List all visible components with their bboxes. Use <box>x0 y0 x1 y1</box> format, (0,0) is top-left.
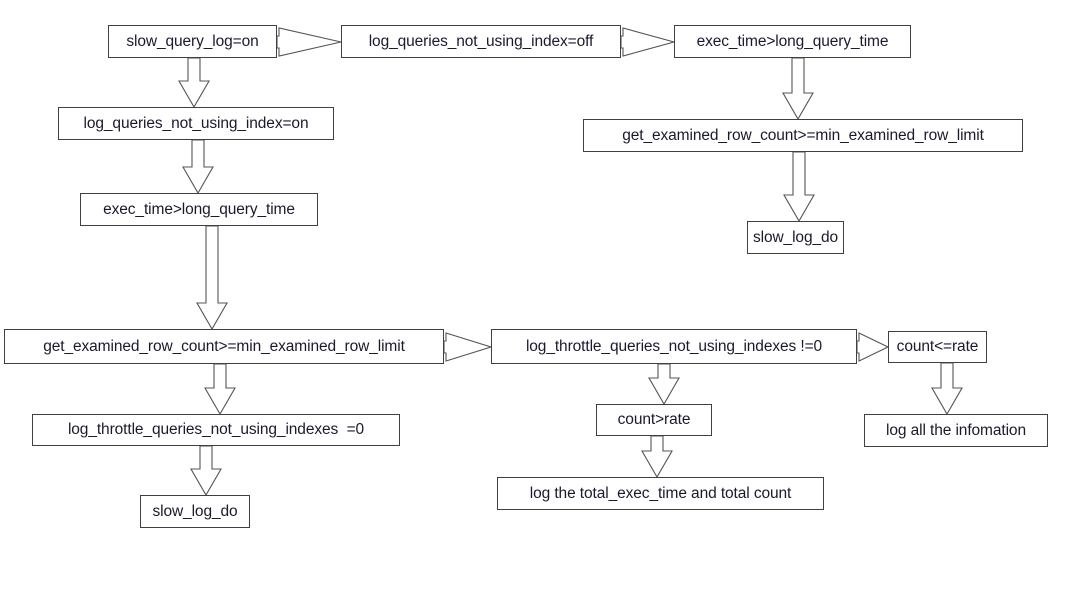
node-gerc_left: get_examined_row_count>=min_examined_row… <box>4 329 444 364</box>
node-lqnui_on: log_queries_not_using_index=on <box>58 107 334 140</box>
node-slow_query_log_on: slow_query_log=on <box>108 25 277 58</box>
node-exec_time_right: exec_time>long_query_time <box>674 25 911 58</box>
node-lqnui_off: log_queries_not_using_index=off <box>341 25 621 58</box>
node-log_all_info: log all the infomation <box>864 414 1048 447</box>
node-exec_time_left: exec_time>long_query_time <box>80 193 318 226</box>
node-gerc_right: get_examined_row_count>=min_examined_row… <box>583 119 1023 152</box>
node-ltqnui_ne0: log_throttle_queries_not_using_indexes !… <box>491 329 857 364</box>
node-slow_log_do_right: slow_log_do <box>747 221 844 254</box>
node-log_total: log the total_exec_time and total count <box>497 477 824 510</box>
node-count_gt_rate: count>rate <box>596 404 712 436</box>
node-slow_log_do_left: slow_log_do <box>140 495 250 528</box>
node-count_le_rate: count<=rate <box>888 331 987 363</box>
node-ltqnui_eq0: log_throttle_queries_not_using_indexes =… <box>32 414 400 446</box>
